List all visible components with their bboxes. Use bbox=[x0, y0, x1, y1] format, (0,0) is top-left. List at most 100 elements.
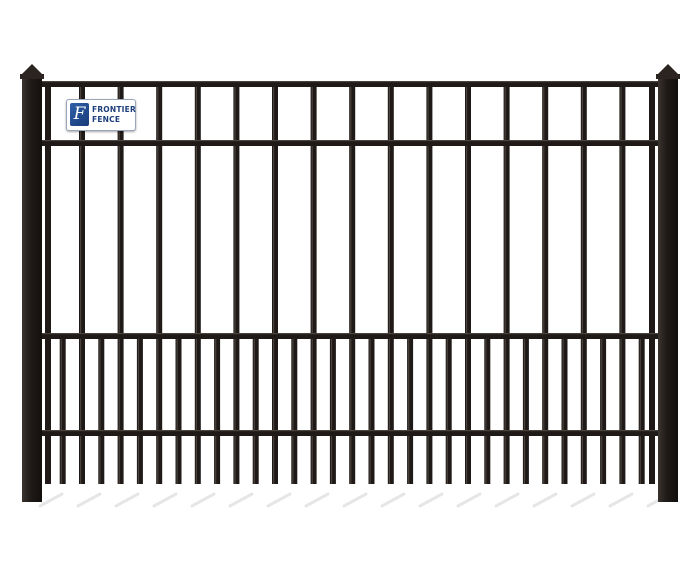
short-picket bbox=[175, 336, 182, 484]
ground-shadow-stroke bbox=[380, 492, 406, 508]
full-height-picket bbox=[156, 84, 163, 484]
full-height-picket bbox=[465, 84, 471, 484]
fence-pickets bbox=[45, 84, 655, 484]
full-height-picket bbox=[233, 84, 240, 484]
horizontal-rail bbox=[40, 430, 660, 436]
ground-shadow-stroke bbox=[418, 492, 444, 508]
full-height-picket bbox=[503, 84, 510, 484]
full-height-picket bbox=[349, 84, 356, 484]
fence-post bbox=[22, 74, 42, 502]
picket-highlight bbox=[427, 84, 429, 484]
ground-shadow-stroke bbox=[38, 492, 64, 508]
picket-highlight bbox=[176, 336, 178, 484]
horizontal-rail bbox=[40, 140, 660, 146]
fence-post bbox=[658, 74, 678, 502]
picket-highlight bbox=[292, 336, 294, 484]
ground-shadow-stroke bbox=[304, 492, 330, 508]
full-height-picket bbox=[580, 84, 587, 484]
picket-highlight bbox=[388, 84, 390, 484]
picket-highlight bbox=[485, 336, 487, 484]
full-height-picket bbox=[387, 84, 394, 484]
short-picket bbox=[291, 336, 298, 484]
picket-highlight bbox=[601, 336, 603, 484]
picket-highlight bbox=[99, 336, 101, 484]
short-picket bbox=[59, 336, 66, 484]
frontier-fence-logo-plate: F FRONTIER FENCE bbox=[66, 99, 136, 131]
picket-highlight bbox=[60, 336, 62, 484]
picket-highlight bbox=[273, 84, 275, 484]
picket-highlight bbox=[581, 84, 583, 484]
picket-highlight bbox=[639, 336, 641, 484]
picket-highlight bbox=[543, 84, 545, 484]
picket-highlight bbox=[137, 336, 140, 484]
picket-highlight bbox=[408, 336, 410, 484]
full-height-picket bbox=[619, 84, 626, 484]
horizontal-rail bbox=[40, 333, 660, 339]
ground-shadow-stroke bbox=[532, 492, 558, 508]
picket-highlight bbox=[466, 84, 468, 484]
picket-highlight bbox=[620, 84, 622, 484]
picket-highlight bbox=[369, 336, 371, 484]
picket-highlight bbox=[350, 84, 352, 484]
full-height-picket bbox=[117, 84, 124, 484]
picket-highlight bbox=[253, 336, 255, 484]
horizontal-rail bbox=[40, 81, 660, 87]
short-picket bbox=[252, 336, 259, 484]
picket-highlight bbox=[311, 84, 313, 484]
picket-highlight bbox=[504, 84, 506, 484]
picket-highlight bbox=[562, 336, 564, 484]
short-picket bbox=[638, 336, 645, 484]
picket-highlight bbox=[446, 336, 448, 484]
short-picket bbox=[600, 336, 607, 484]
ground-shadow-stroke bbox=[456, 492, 482, 508]
logo-monogram: F bbox=[73, 104, 86, 124]
ground-shadow-stroke bbox=[76, 492, 102, 508]
full-height-picket bbox=[79, 84, 85, 484]
picket-highlight bbox=[330, 336, 333, 484]
full-height-picket bbox=[194, 84, 201, 484]
frontier-fence-monogram-icon: F bbox=[70, 103, 89, 126]
short-picket bbox=[522, 336, 529, 484]
ground-shadow-stroke bbox=[228, 492, 254, 508]
short-picket bbox=[214, 336, 221, 484]
picket-highlight bbox=[157, 84, 159, 484]
post-cap bbox=[20, 64, 44, 76]
ground-shadow-stroke bbox=[152, 492, 178, 508]
short-picket bbox=[136, 336, 143, 484]
short-picket bbox=[445, 336, 452, 484]
post-cap-band bbox=[20, 74, 44, 79]
full-height-picket bbox=[272, 84, 278, 484]
short-picket bbox=[329, 336, 336, 484]
fence-posts bbox=[20, 64, 680, 502]
logo-line-1: FRONTIER bbox=[92, 105, 136, 114]
rail-highlight bbox=[40, 140, 660, 142]
full-height-picket bbox=[542, 84, 549, 484]
short-picket bbox=[407, 336, 414, 484]
picket-highlight bbox=[234, 84, 236, 484]
picket-highlight bbox=[215, 336, 217, 484]
ground-shadow-stroke bbox=[342, 492, 368, 508]
short-picket bbox=[368, 336, 375, 484]
end-picket bbox=[45, 84, 51, 484]
logo-wordmark: FRONTIER FENCE bbox=[92, 105, 136, 125]
ground-shadow-stroke bbox=[608, 492, 634, 508]
picket-highlight bbox=[80, 84, 82, 484]
picket-highlight bbox=[523, 336, 526, 484]
picket-highlight bbox=[118, 84, 120, 484]
short-picket bbox=[561, 336, 568, 484]
fence-rails bbox=[40, 81, 660, 436]
picket-highlight bbox=[195, 84, 197, 484]
end-picket bbox=[649, 84, 655, 484]
logo-line-2: FENCE bbox=[92, 115, 121, 124]
ground-shadow bbox=[38, 492, 672, 508]
ground-shadow-stroke bbox=[494, 492, 520, 508]
short-picket bbox=[98, 336, 105, 484]
ground-shadow-stroke bbox=[190, 492, 216, 508]
ground-shadow-stroke bbox=[266, 492, 292, 508]
rail-highlight bbox=[40, 333, 660, 335]
rail-highlight bbox=[40, 81, 660, 83]
ground-shadow-stroke bbox=[114, 492, 140, 508]
rail-highlight bbox=[40, 430, 660, 432]
post-cap bbox=[656, 64, 680, 76]
